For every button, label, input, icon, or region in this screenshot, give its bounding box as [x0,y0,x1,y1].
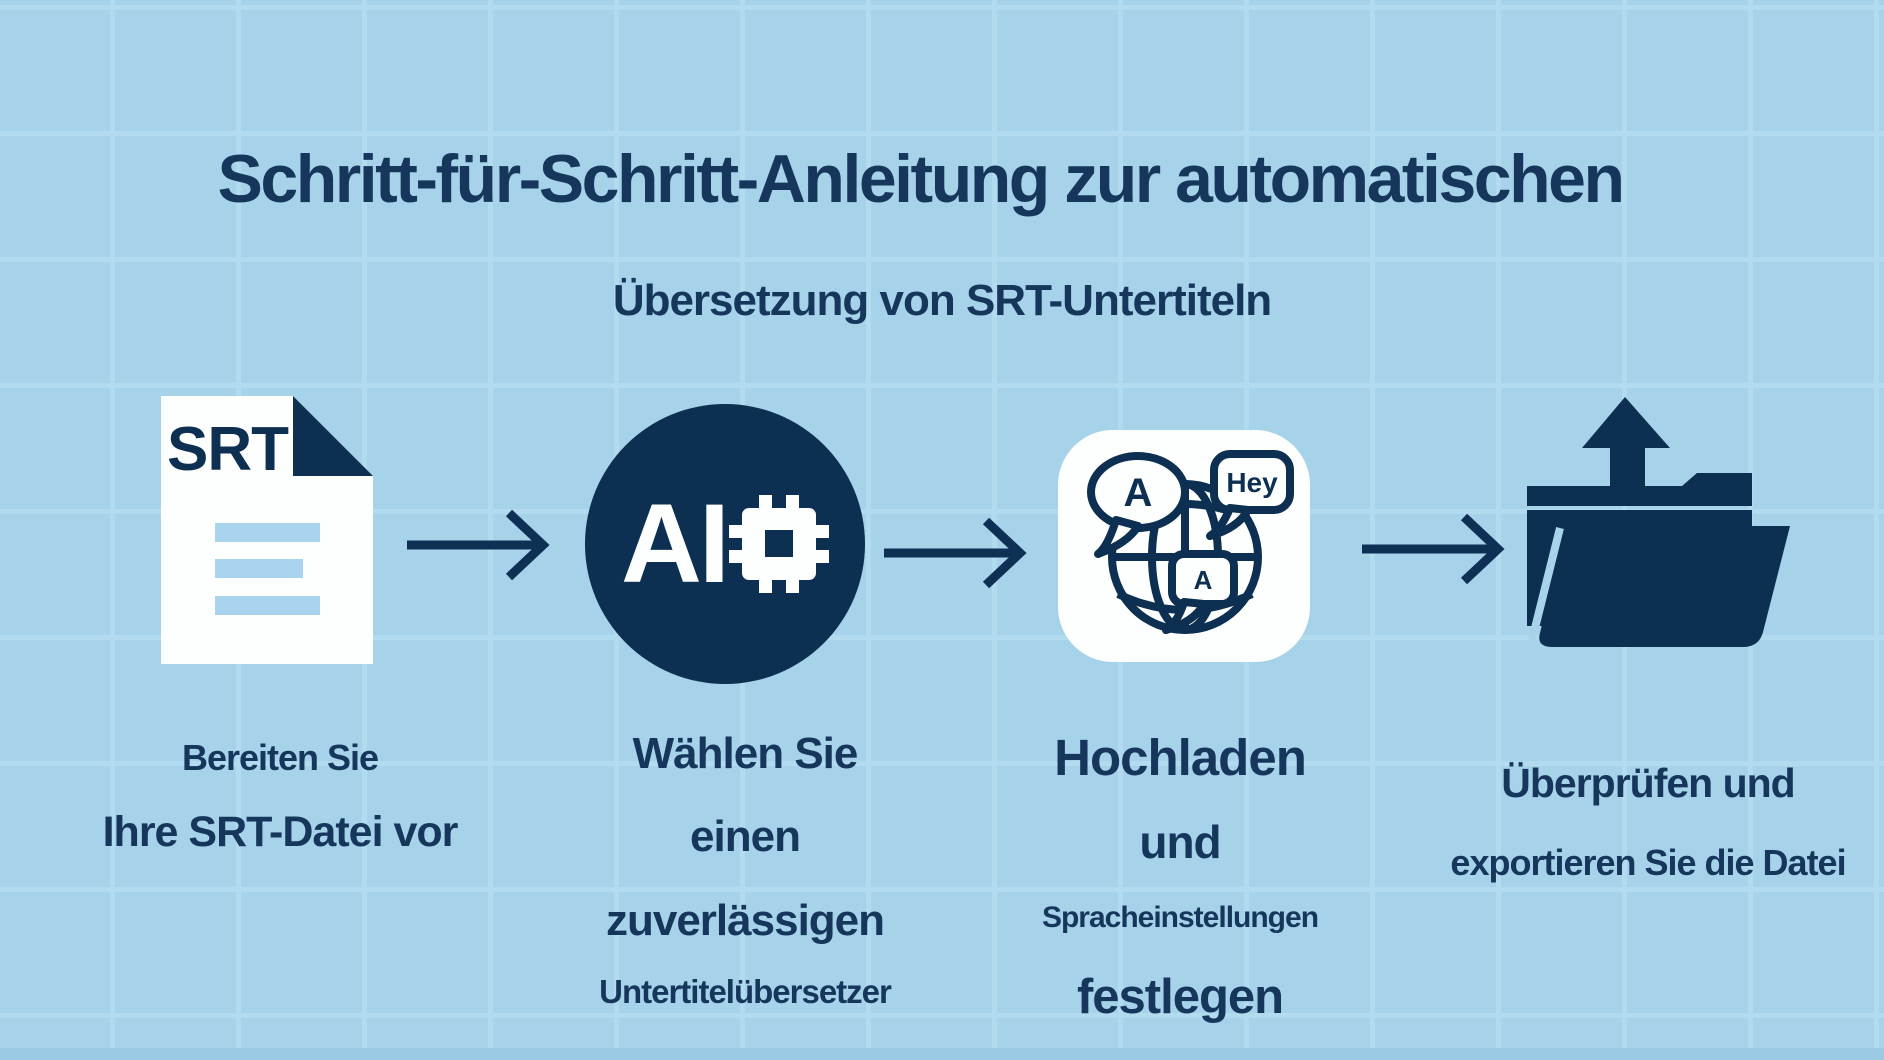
bubble-letter: A [1124,471,1153,515]
srt-file-icon: SRT [161,396,373,664]
bubble-word: Hey [1226,467,1278,498]
bubble-letter: A [1194,565,1213,595]
arrow-right-icon [1362,513,1505,585]
globe-translate-icon: A Hey A [1058,430,1310,662]
upload-arrow-icon [1582,397,1670,486]
caption-line: Wählen Sie [632,729,859,778]
step-caption-export: Überprüfen und exportieren Sie die Datei [1398,736,1884,896]
arrow-right-icon [884,517,1027,589]
speech-bubble-left: A [1087,452,1189,558]
caption-line: Bereiten Sie [181,737,379,778]
speech-bubble-center: A [1162,550,1238,634]
folder-export-icon [1527,397,1790,647]
step-caption-choose: Wählen Sie einen zuverlässigen Untertite… [505,712,985,1020]
caption-line: und [1139,816,1221,868]
caption-line: Ihre SRT-Datei vor [102,808,459,856]
bottom-edge-bar [0,1048,1884,1060]
doc-text-line [215,596,320,615]
arrow-right-icon [407,509,550,581]
chip-icon [729,495,829,593]
caption-line: exportieren Sie die Datei [1450,842,1846,883]
caption-line: festlegen [1076,970,1284,1024]
caption-line: Überprüfen und [1501,760,1795,806]
caption-line: einen [690,812,801,861]
page-title: Schritt-für-Schritt-Anleitung zur automa… [217,141,1625,217]
caption-line: Spracheinstellungen [1041,901,1319,934]
srt-file-label: SRT [167,415,289,484]
doc-text-line [215,523,320,542]
page-subtitle: Übersetzung von SRT-Untertiteln [612,276,1272,325]
step-caption-prepare: Bereiten Sie Ihre SRT-Datei vor [40,712,520,860]
speech-bubble-right: Hey [1206,450,1294,540]
doc-text-line [215,559,303,578]
caption-line: Hochladen [1054,729,1307,786]
step-caption-upload: Hochladen und Spracheinstellungen festle… [940,714,1420,1040]
caption-line: Untertitelübersetzer [599,973,892,1010]
folder-front-flap [1539,526,1790,647]
ai-chip-icon: AI [585,404,865,684]
folded-corner-icon [293,396,373,476]
ai-label: AI [621,481,730,606]
caption-line: zuverlässigen [605,896,885,945]
